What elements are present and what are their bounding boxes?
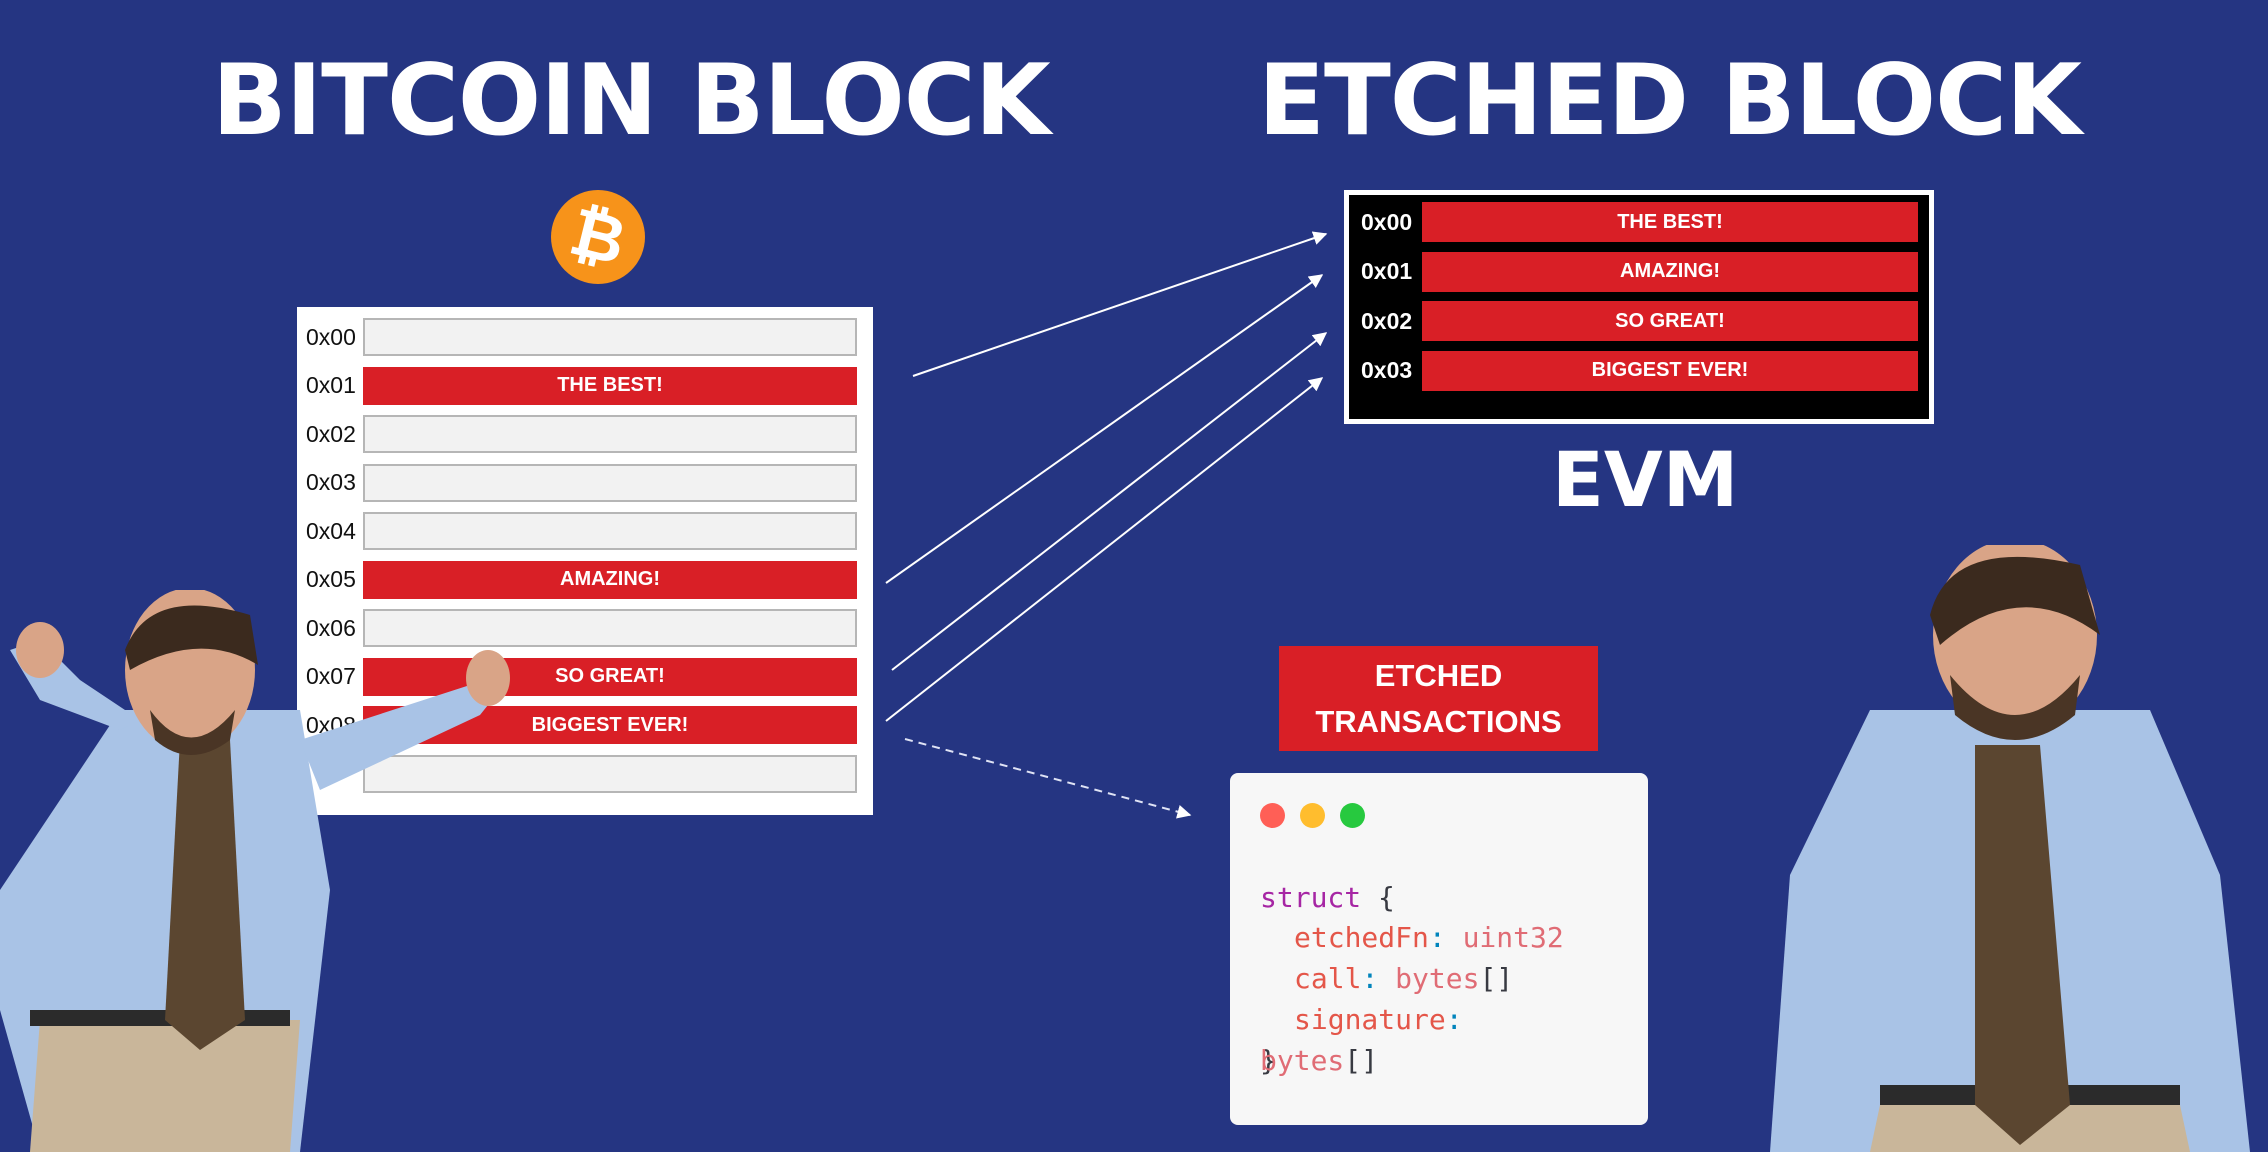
row-address: 0x01	[1361, 258, 1413, 284]
row-address: 0x07	[306, 663, 356, 689]
row-data-cell: BIGGEST EVER!	[1422, 350, 1918, 391]
row-empty-cell	[363, 754, 857, 793]
bitcoin-block-row: 0x00	[297, 317, 873, 357]
row-address: 0x00	[306, 323, 356, 350]
bitcoin-block-row: 0x04	[297, 511, 873, 551]
bitcoin-icon: ₿	[551, 190, 645, 284]
code-window: struct { etchedFn: uint32 call: bytes[] …	[1230, 773, 1648, 1125]
row-address: 0x03	[306, 469, 356, 495]
code-close-brace: }	[1260, 1044, 1277, 1077]
row-address: 0x04	[306, 517, 356, 544]
evm-label: EVM	[1552, 435, 1739, 524]
row-empty-cell	[363, 463, 857, 502]
bitcoin-block-row	[297, 754, 873, 794]
code-field-type: uint32	[1462, 921, 1564, 954]
row-data-cell: THE BEST!	[1422, 202, 1918, 242]
row-data-cell: THE BEST!	[363, 366, 857, 405]
code-colon: :	[1361, 962, 1379, 995]
etched-transactions-line1: ETCHED	[1374, 657, 1503, 693]
row-address: 0x05	[306, 566, 356, 592]
code-field-name: signature	[1294, 1003, 1446, 1036]
code-line-etchedfn: etchedFn: uint32	[1294, 924, 1564, 952]
row-address: 0x00	[1361, 208, 1413, 235]
row-data-cell: AMAZING!	[363, 560, 857, 599]
shouting-man-right-image	[1770, 545, 2250, 1152]
code-colon: :	[1428, 921, 1446, 954]
code-field-type: bytes	[1260, 1044, 1345, 1077]
arrow-0x01-to-0x00	[912, 231, 1328, 377]
etched-block-row: 0x00 THE BEST!	[1349, 202, 1929, 242]
row-address: 0x02	[306, 420, 356, 447]
code-colon: :	[1445, 1003, 1463, 1036]
arrow-0x05-to-0x01	[885, 274, 1324, 584]
code-brackets: []	[1479, 962, 1514, 995]
window-minimize-dot-icon	[1300, 803, 1325, 828]
code-open-brace: {	[1361, 881, 1395, 914]
etched-block-row: 0x03 BIGGEST EVER!	[1349, 350, 1929, 391]
etched-block-title: ETCHED BLOCK	[1258, 44, 2082, 158]
code-field-name: call	[1294, 962, 1362, 995]
bitcoin-block-row: 0x03	[297, 463, 873, 503]
bitcoin-block-title: BITCOIN BLOCK	[212, 44, 1051, 158]
code-keyword: struct	[1260, 881, 1362, 914]
etched-block-row: 0x01 AMAZING!	[1349, 251, 1929, 292]
row-empty-cell	[363, 415, 857, 453]
row-data-cell: SO GREAT!	[363, 657, 857, 696]
window-close-dot-icon	[1260, 803, 1285, 828]
row-address: 0x01	[306, 372, 356, 398]
etched-transactions-label: ETCHED TRANSACTIONS	[1279, 646, 1598, 751]
code-line-signature: signature:	[1294, 1006, 1463, 1034]
code-brackets: []	[1344, 1044, 1379, 1077]
code-line-struct: struct {	[1260, 884, 1395, 912]
etched-block-row: 0x02 SO GREAT!	[1349, 301, 1929, 341]
row-empty-cell	[363, 609, 857, 647]
bitcoin-block-row: 0x01 THE BEST!	[297, 366, 873, 406]
row-address: 0x06	[306, 614, 356, 641]
code-field-type: bytes	[1395, 962, 1480, 995]
pointing-man-left-image	[0, 590, 510, 1152]
code-field-name: etchedFn	[1294, 921, 1429, 954]
code-line-call: call: bytes[]	[1294, 965, 1513, 993]
row-data-cell: AMAZING!	[1422, 251, 1918, 292]
row-empty-cell	[363, 512, 857, 550]
arrow-0x08-to-0x03	[885, 377, 1324, 722]
bitcoin-block-row: 0x06	[297, 608, 873, 648]
row-data-cell: SO GREAT!	[1422, 301, 1918, 341]
bitcoin-block-row: 0x07 SO GREAT!	[297, 657, 873, 697]
code-line-close: }	[1260, 1047, 1277, 1075]
row-address: 0x03	[1361, 357, 1413, 383]
row-empty-cell	[363, 318, 857, 356]
bitcoin-block-row: 0x02	[297, 414, 873, 454]
etched-transactions-line2: TRANSACTIONS	[1315, 703, 1562, 739]
code-line-signature-type: bytes[]	[1260, 1047, 1378, 1075]
arrow-to-etched-transactions	[904, 738, 1192, 819]
window-maximize-dot-icon	[1340, 803, 1365, 828]
arrow-0x07-to-0x02	[891, 332, 1328, 671]
bitcoin-block-row: 0x05 AMAZING!	[297, 560, 873, 600]
row-address: 0x02	[1361, 307, 1413, 334]
